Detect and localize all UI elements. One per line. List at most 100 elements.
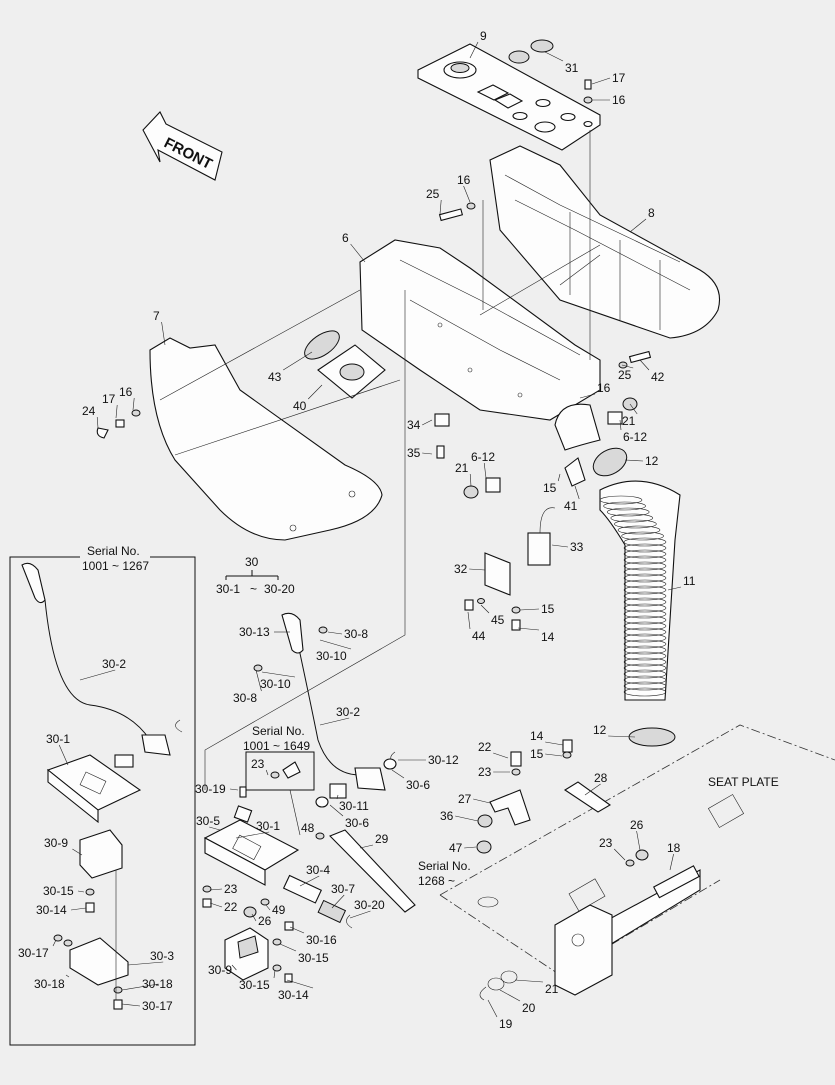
callout-16: 16 bbox=[592, 93, 626, 107]
part-20-washer-bottom bbox=[488, 978, 504, 990]
callout-label: 23 bbox=[599, 836, 613, 850]
callout-leader bbox=[80, 670, 115, 680]
callout-leader bbox=[133, 398, 134, 410]
part-30-2-lever-mid bbox=[282, 613, 385, 790]
callout-leader bbox=[116, 405, 117, 418]
callout-leader bbox=[558, 474, 560, 481]
callout-leader bbox=[280, 944, 296, 951]
callout-44: 44 bbox=[468, 612, 486, 643]
callout-20: 20 bbox=[500, 990, 536, 1015]
callout-17: 17 bbox=[592, 71, 626, 85]
callout-leader bbox=[266, 905, 270, 910]
callout-label: 23 bbox=[478, 765, 492, 779]
callout-30-5: 30-5 bbox=[196, 814, 220, 830]
part-26-nut bbox=[636, 850, 648, 860]
part-34-bracket bbox=[435, 414, 449, 426]
part-30-15-washer-mid-a bbox=[273, 939, 281, 945]
callout-27: 27 bbox=[458, 792, 490, 806]
callout-23: 23 bbox=[599, 836, 625, 860]
part-11-bellows-hose bbox=[600, 481, 680, 700]
part-9-top-panel bbox=[418, 44, 600, 150]
callout-label: 18 bbox=[667, 841, 681, 855]
assembly-30-to: 30-20 bbox=[264, 582, 295, 596]
part-42-elbow bbox=[555, 404, 600, 450]
callout-label: 30-17 bbox=[18, 946, 49, 960]
part-27-bracket bbox=[490, 790, 530, 825]
callout-30-10: 30-10 bbox=[260, 672, 295, 691]
part-12-clamp-lower bbox=[629, 728, 675, 746]
callout-label: 30-17 bbox=[142, 999, 173, 1013]
callout-leader bbox=[637, 831, 640, 850]
callout-leader bbox=[614, 849, 625, 860]
callout-label: 47 bbox=[449, 841, 463, 855]
callout-30-2: 30-2 bbox=[320, 705, 360, 725]
callout-19: 19 bbox=[488, 1000, 513, 1031]
callout-label: 41 bbox=[564, 499, 578, 513]
callout-leader bbox=[392, 770, 404, 778]
callout-label: 27 bbox=[458, 792, 472, 806]
callout-label: 7 bbox=[153, 309, 160, 323]
callout-leader bbox=[493, 753, 508, 758]
callout-label: 30-8 bbox=[233, 691, 257, 705]
callout-label: 15 bbox=[543, 481, 557, 495]
callout-label: 6-12 bbox=[471, 450, 495, 464]
callout-leader bbox=[351, 244, 365, 262]
part-44-bolt bbox=[465, 600, 473, 610]
callout-label: 30-19 bbox=[195, 782, 226, 796]
callout-leader bbox=[59, 745, 68, 765]
serial-box-left-range: 1001 ~ 1267 bbox=[82, 559, 149, 573]
callout-21: 21 bbox=[455, 461, 471, 486]
callout-30-8: 30-8 bbox=[233, 670, 261, 705]
callout-label: 30-3 bbox=[150, 949, 174, 963]
callout-leader bbox=[488, 1000, 497, 1017]
callout-label: 30-18 bbox=[34, 977, 65, 991]
serial-note-right-range: 1268 ~ bbox=[418, 874, 455, 888]
callout-label: 40 bbox=[293, 399, 307, 413]
callout-23: 23 bbox=[251, 757, 268, 775]
callout-22: 22 bbox=[478, 740, 508, 758]
callout-label: 34 bbox=[407, 418, 421, 432]
callout-30-3: 30-3 bbox=[128, 949, 174, 965]
callout-47: 47 bbox=[449, 841, 476, 855]
callout-label: 29 bbox=[375, 832, 389, 846]
callout-label: 30-5 bbox=[196, 814, 220, 828]
callout-label: 15 bbox=[541, 602, 555, 616]
part-36-stud bbox=[478, 815, 492, 827]
callout-leader bbox=[640, 360, 649, 370]
callout-label: 25 bbox=[618, 368, 632, 382]
callout-leader bbox=[332, 895, 344, 908]
part-15-washer-seat bbox=[563, 752, 571, 758]
part-22-bolt bbox=[511, 752, 521, 766]
callout-leader bbox=[128, 962, 163, 965]
callout-label: 30-2 bbox=[102, 657, 126, 671]
part-30-6-bushing-a bbox=[316, 797, 328, 807]
callout-25: 25 bbox=[618, 365, 633, 382]
serial-box-mid-range: 1001 ~ 1649 bbox=[243, 739, 310, 753]
callout-48: 48 bbox=[301, 821, 316, 836]
callout-label: 12 bbox=[645, 454, 659, 468]
callout-leader bbox=[320, 718, 349, 725]
callout-leader bbox=[53, 940, 56, 946]
callout-label: 6 bbox=[342, 231, 349, 245]
part-23-washer-b bbox=[626, 860, 634, 866]
hardware-left-24-17-16 bbox=[97, 410, 140, 438]
part-12-clamp-upper bbox=[588, 443, 631, 482]
callout-30-12: 30-12 bbox=[398, 753, 459, 767]
callout-leader bbox=[481, 605, 489, 613]
callout-leader bbox=[274, 970, 275, 978]
callout-12: 12 bbox=[593, 723, 635, 737]
callout-45: 45 bbox=[481, 605, 505, 627]
callout-label: 28 bbox=[594, 771, 608, 785]
callout-26: 26 bbox=[630, 818, 644, 850]
callout-label: 21 bbox=[545, 982, 559, 996]
part-17-16-bolt-top bbox=[584, 80, 592, 103]
callout-label: 33 bbox=[570, 540, 584, 554]
callout-leader bbox=[97, 417, 98, 428]
callout-18: 18 bbox=[667, 841, 681, 870]
serial-note-right-title: Serial No. bbox=[418, 859, 471, 873]
callout-leader bbox=[320, 640, 351, 649]
callout-31: 31 bbox=[545, 52, 579, 75]
callout-25: 25 bbox=[426, 187, 441, 214]
seat-plate-label: SEAT PLATE bbox=[708, 775, 779, 789]
